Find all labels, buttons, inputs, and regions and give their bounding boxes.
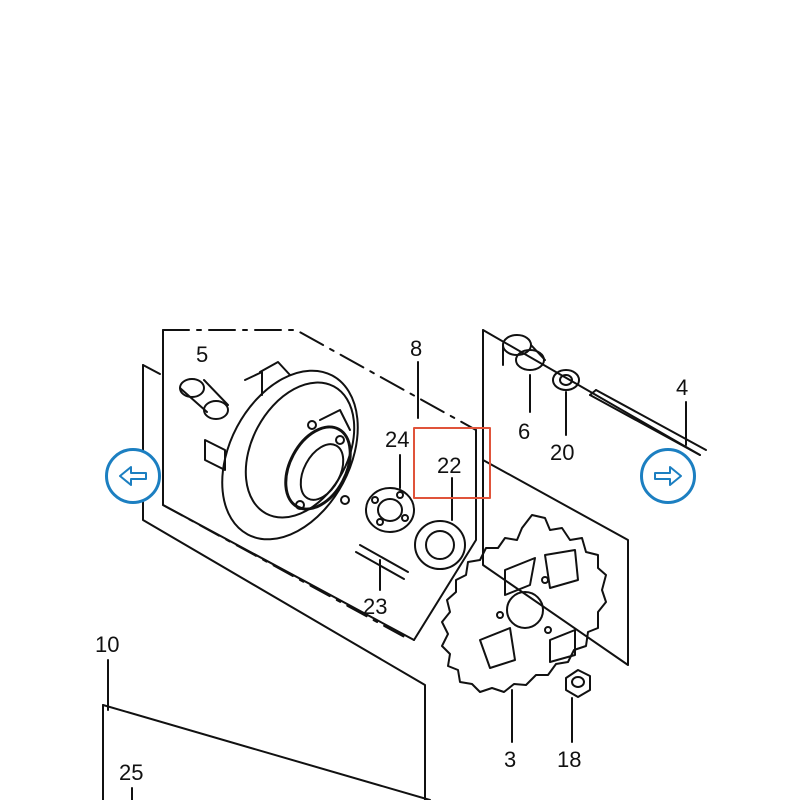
previous-button[interactable] <box>105 448 161 504</box>
label-part-10[interactable]: 10 <box>95 632 119 657</box>
part-23-stud-bolt <box>355 544 409 591</box>
label-part-8[interactable]: 8 <box>410 336 422 361</box>
label-part-25[interactable]: 25 <box>119 760 143 785</box>
part-4-stud <box>589 389 707 456</box>
label-part-24[interactable]: 24 <box>385 427 409 452</box>
part-22-oil-seal <box>414 477 466 570</box>
part-24-bearing <box>365 454 415 533</box>
label-part-5[interactable]: 5 <box>196 342 208 367</box>
next-button[interactable] <box>640 448 696 504</box>
part-18-nut <box>565 669 591 743</box>
label-part-4[interactable]: 4 <box>676 375 688 400</box>
part-labels: 5 8 4 6 20 24 22 23 10 3 18 25 <box>95 336 688 785</box>
part-3-sprocket <box>441 514 607 743</box>
label-part-22[interactable]: 22 <box>437 453 461 478</box>
highlight-box-22 <box>413 427 491 499</box>
part-6-collar <box>502 334 546 413</box>
label-part-23[interactable]: 23 <box>363 594 387 619</box>
label-part-3[interactable]: 3 <box>504 747 516 772</box>
label-part-20[interactable]: 20 <box>550 440 574 465</box>
wheel-hub <box>204 361 359 541</box>
label-part-6[interactable]: 6 <box>518 419 530 444</box>
part-5-damper <box>179 378 229 420</box>
arrow-right-icon <box>654 466 682 486</box>
assembly-frame-lines <box>102 329 701 800</box>
arrow-left-icon <box>119 466 147 486</box>
label-part-18[interactable]: 18 <box>557 747 581 772</box>
part-20-washer <box>552 369 580 436</box>
